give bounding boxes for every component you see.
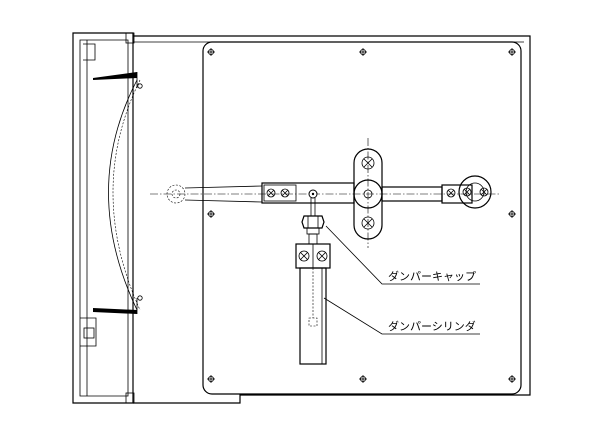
door-frame <box>72 32 143 404</box>
door-swing-arc <box>108 79 138 311</box>
link-arm <box>184 182 355 204</box>
lower-hinge-bar <box>93 308 137 314</box>
damper-cylinder <box>295 243 331 365</box>
leader-lines <box>323 225 480 335</box>
back-plate <box>202 41 522 395</box>
phantom-pivot <box>166 184 186 204</box>
plate-screws <box>207 48 516 383</box>
upper-hinge-bar <box>93 72 137 80</box>
main-housing <box>133 35 531 404</box>
right-arm <box>381 175 492 209</box>
damper-cap-label: ダンパーキャップ <box>388 269 476 283</box>
damper-cap <box>301 198 325 245</box>
damper-cylinder-label: ダンパーシリンダ <box>388 319 476 333</box>
door-swing-arc-inner <box>112 79 141 311</box>
